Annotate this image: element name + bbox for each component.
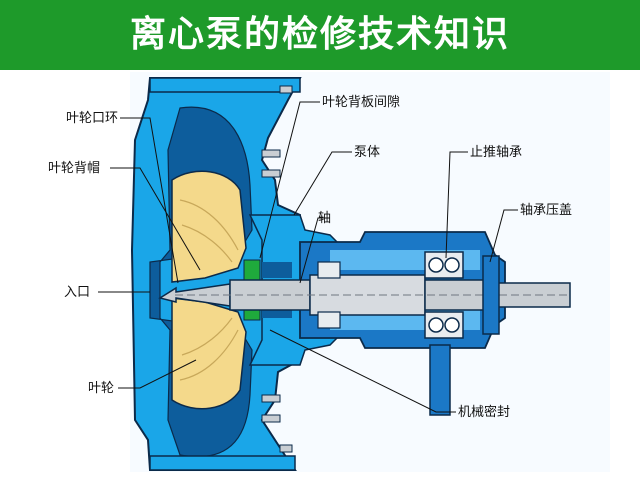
label-pump-body: 泵体 <box>354 145 380 160</box>
bearing-support-foot <box>429 344 451 416</box>
label-inlet: 入口 <box>64 285 90 300</box>
front-bearing <box>317 261 341 329</box>
label-shaft: 轴 <box>318 211 331 226</box>
upper-flange <box>149 77 301 93</box>
casing-bolts <box>261 85 293 453</box>
leader-lines <box>98 101 518 413</box>
label-mechanical-seal: 机械密封 <box>458 404 510 420</box>
label-back-plate-gap: 叶轮背板间隙 <box>322 95 400 110</box>
impeller-vane-3 <box>179 329 239 381</box>
slide-title: 离心泵的检修技术知识 <box>129 14 510 55</box>
label-bearing-gland: 轴承压盖 <box>520 203 572 218</box>
bearing-gland <box>482 255 500 335</box>
impeller-vane-4 <box>181 317 233 356</box>
impeller-lower <box>171 297 247 410</box>
thrust-bearing <box>424 251 464 339</box>
impeller-vane-2 <box>181 224 233 263</box>
centrifugal-pump-diagram: 叶轮口环 叶轮背帽 入口 叶轮 叶轮背板间隙 泵体 轴 止推轴承 轴承压盖 机械… <box>48 72 610 472</box>
label-impeller-back-cap: 叶轮背帽 <box>48 160 100 176</box>
title-bar: 离心泵的检修技术知识 <box>0 0 640 70</box>
label-thrust-bearing: 止推轴承 <box>470 145 522 160</box>
lower-flange <box>149 455 296 471</box>
label-impeller: 叶轮 <box>88 381 114 396</box>
impeller-vane-1 <box>179 199 239 251</box>
impeller-upper <box>171 170 247 283</box>
label-impeller-ring: 叶轮口环 <box>66 111 118 126</box>
